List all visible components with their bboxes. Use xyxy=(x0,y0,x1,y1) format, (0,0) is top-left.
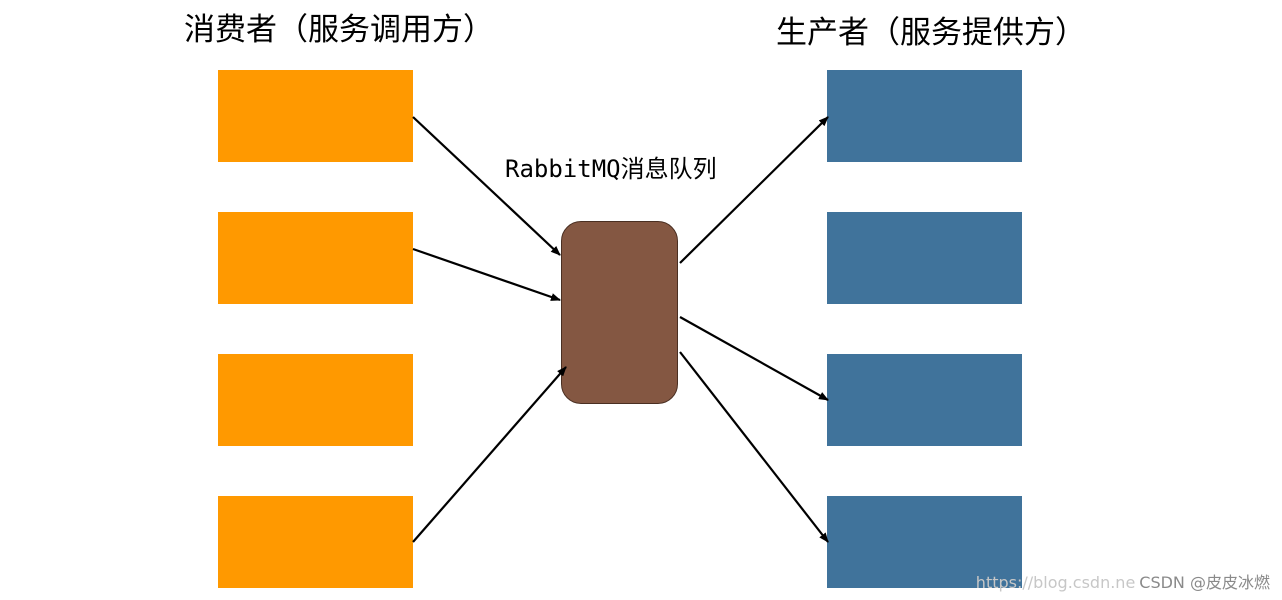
consumer-box-3 xyxy=(218,354,413,446)
arrow-queue-to-producer-1 xyxy=(679,116,829,264)
arrow-consumer-4-to-queue xyxy=(412,366,567,543)
message-queue-node xyxy=(561,221,678,404)
arrow-consumer-1-to-queue xyxy=(412,116,561,256)
producer-box-1 xyxy=(827,70,1022,162)
watermark-url: https://blog.csdn.ne xyxy=(975,572,1136,592)
consumer-box-2 xyxy=(218,212,413,304)
producer-box-2 xyxy=(827,212,1022,304)
consumer-box-4 xyxy=(218,496,413,588)
arrow-queue-to-producer-4 xyxy=(679,351,829,543)
producer-group-title: 生产者（服务提供方） xyxy=(776,15,1086,51)
arrow-consumer-2-to-queue xyxy=(412,247,561,302)
consumer-group-title: 消费者（服务调用方） xyxy=(184,12,494,48)
message-queue-label: RabbitMQ消息队列 xyxy=(505,155,717,183)
producer-box-3 xyxy=(827,354,1022,446)
consumer-box-1 xyxy=(218,70,413,162)
arrow-queue-to-producer-3 xyxy=(679,316,829,401)
watermark-author: CSDN @皮皮冰燃 xyxy=(1139,572,1270,592)
producer-box-4 xyxy=(827,496,1022,588)
